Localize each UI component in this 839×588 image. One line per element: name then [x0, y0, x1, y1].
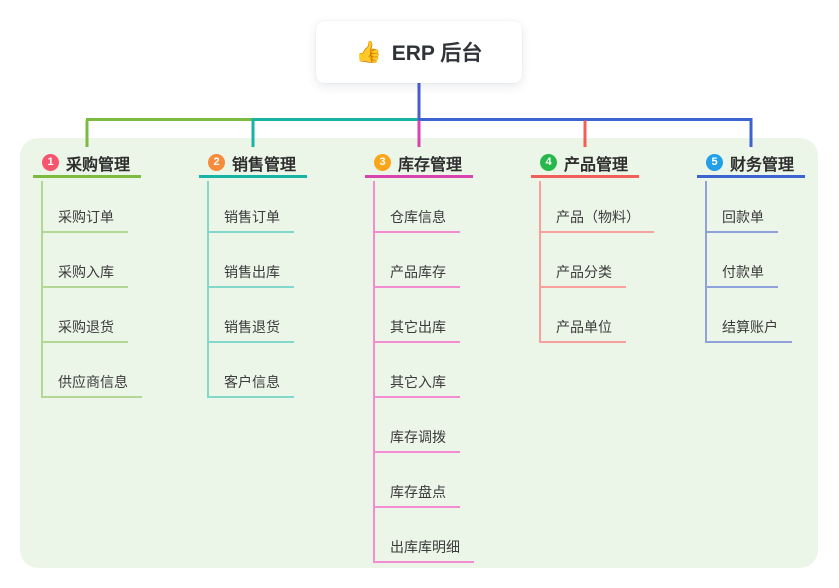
branch-label: 采购管理 — [66, 156, 131, 174]
child-node[interactable]: 采购订单 — [41, 204, 128, 233]
branch-label: 财务管理 — [730, 156, 795, 174]
branch-label: 销售管理 — [232, 156, 297, 174]
child-node[interactable]: 销售退货 — [207, 314, 294, 343]
branch-node-4[interactable]: 4 产品管理 — [531, 150, 639, 178]
child-node[interactable]: 供应商信息 — [41, 369, 142, 398]
branch-label: 产品管理 — [564, 156, 629, 174]
root-node-erp[interactable]: 👍 ERP 后台 — [316, 21, 522, 83]
child-node[interactable]: 产品单位 — [539, 314, 626, 343]
branch-badge-icon: 1 — [42, 154, 59, 171]
child-spine-line — [41, 181, 43, 398]
child-spine-line — [539, 181, 541, 343]
branch-node-2[interactable]: 2 销售管理 — [199, 150, 307, 178]
child-node[interactable]: 回款单 — [705, 204, 778, 233]
branch-node-1[interactable]: 1 采购管理 — [33, 150, 141, 178]
child-spine-line — [373, 181, 375, 563]
branch-badge-icon: 4 — [540, 154, 557, 171]
child-node[interactable]: 采购退货 — [41, 314, 128, 343]
child-node[interactable]: 销售出库 — [207, 259, 294, 288]
child-node[interactable]: 产品（物料） — [539, 204, 654, 233]
child-node[interactable]: 库存盘点 — [373, 479, 460, 508]
branch-node-5[interactable]: 5 财务管理 — [697, 150, 805, 178]
child-node[interactable]: 产品分类 — [539, 259, 626, 288]
child-node[interactable]: 产品库存 — [373, 259, 460, 288]
child-spine-line — [705, 181, 707, 343]
thumbs-up-icon: 👍 — [355, 40, 382, 64]
child-node[interactable]: 客户信息 — [207, 369, 294, 398]
child-node[interactable]: 库存调拨 — [373, 424, 460, 453]
child-spine-line — [207, 181, 209, 398]
child-node[interactable]: 其它出库 — [373, 314, 460, 343]
branches-panel — [20, 138, 818, 568]
branch-badge-icon: 2 — [208, 154, 225, 171]
child-node[interactable]: 仓库信息 — [373, 204, 460, 233]
branch-badge-icon: 5 — [706, 154, 723, 171]
child-node[interactable]: 销售订单 — [207, 204, 294, 233]
child-node[interactable]: 采购入库 — [41, 259, 128, 288]
child-node[interactable]: 结算账户 — [705, 314, 792, 343]
branch-badge-icon: 3 — [374, 154, 391, 171]
child-node[interactable]: 出库库明细 — [373, 534, 474, 563]
root-node-label: ERP 后台 — [391, 42, 483, 65]
child-node[interactable]: 付款单 — [705, 259, 778, 288]
child-node[interactable]: 其它入库 — [373, 369, 460, 398]
branch-node-3[interactable]: 3 库存管理 — [365, 150, 473, 178]
branch-label: 库存管理 — [398, 156, 463, 174]
